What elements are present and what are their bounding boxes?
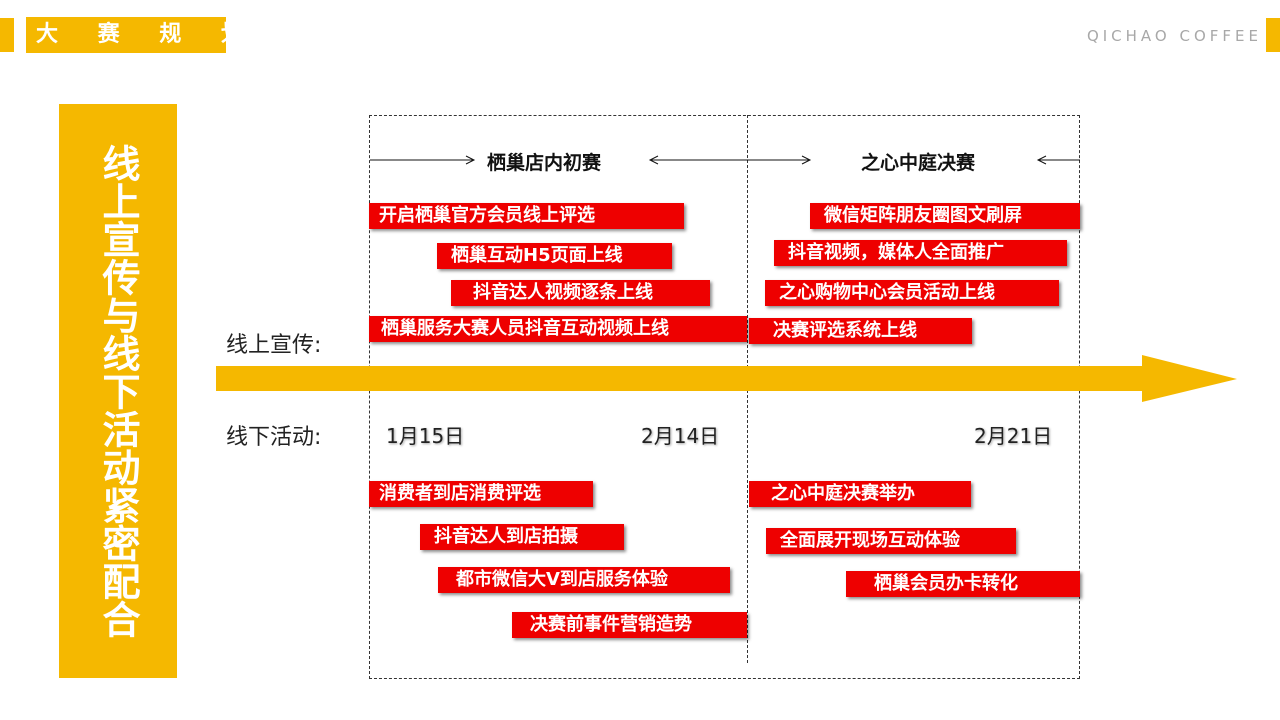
brand-name: QICHAO COFFEE: [1086, 27, 1262, 45]
online-item: 栖巢服务大赛人员抖音互动视频上线: [369, 316, 747, 342]
offline-label: 线下活动:: [226, 425, 322, 450]
online-item: 抖音达人视频逐条上线: [451, 280, 710, 306]
date-final: 2月21日: [974, 424, 1053, 448]
stage-final-title: 之心中庭决赛: [861, 152, 976, 174]
online-label: 线上宣传:: [226, 333, 322, 358]
offline-item: 决赛前事件营销造势: [512, 612, 747, 638]
date-semifinal-end: 2月14日: [641, 424, 720, 448]
vertical-banner: 线上宣传与线下活动紧密配合: [59, 104, 177, 678]
offline-item: 都市微信大V到店服务体验: [438, 567, 730, 593]
online-item: 开启栖巢官方会员线上评选: [369, 203, 684, 229]
online-item: 抖音视频，媒体人全面推广: [774, 240, 1067, 266]
header-right-accent: [1266, 18, 1280, 52]
offline-item: 栖巢会员办卡转化: [846, 571, 1080, 597]
online-item: 微信矩阵朋友圈图文刷屏: [810, 203, 1080, 229]
online-item: 决赛评选系统上线: [749, 318, 972, 344]
offline-item: 消费者到店消费评选: [369, 481, 593, 507]
stage-arrows: [370, 155, 1080, 165]
online-item: 之心购物中心会员活动上线: [765, 280, 1059, 306]
timeline-frame: [369, 115, 1080, 679]
offline-item: 抖音达人到店拍摄: [420, 524, 624, 550]
page-title: 大 赛 规 划: [26, 17, 243, 53]
offline-item: 之心中庭决赛举办: [749, 481, 971, 507]
date-start: 1月15日: [386, 424, 465, 448]
offline-item: 全面展开现场互动体验: [766, 528, 1016, 554]
online-item: 栖巢互动H5页面上线: [437, 243, 672, 269]
vertical-banner-text: 线上宣传与线下活动紧密配合: [96, 144, 140, 638]
header-left-accent: [0, 18, 14, 52]
main-timeline-arrow: [216, 355, 1237, 402]
stage-first-title: 栖巢店内初赛: [487, 152, 602, 174]
